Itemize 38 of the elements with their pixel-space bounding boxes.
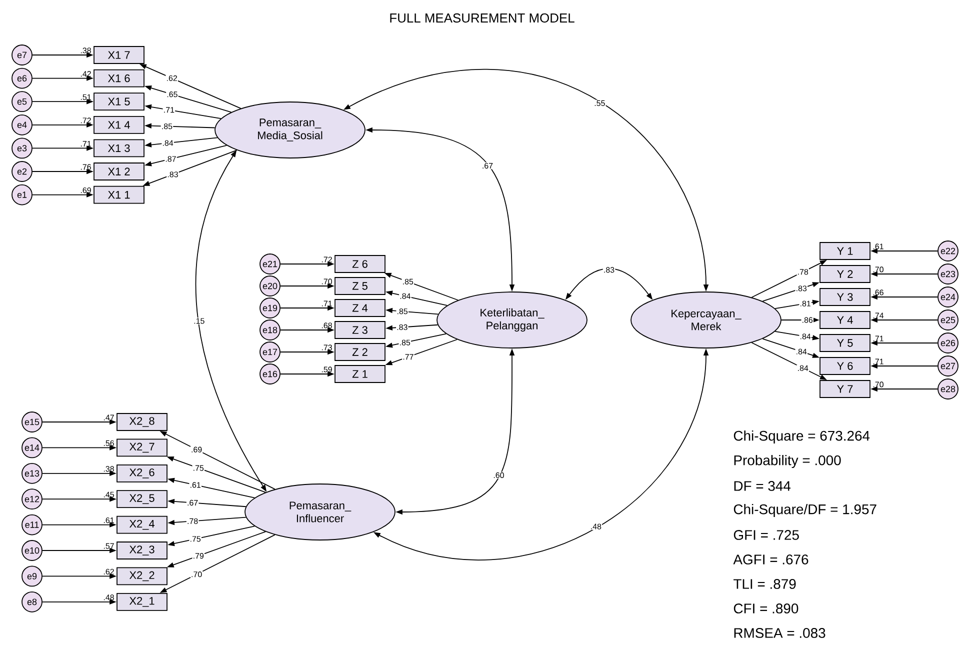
fit-statistic: Chi-Square/DF = 1.957 [734, 504, 876, 517]
indicator-box: X1 3 [94, 139, 144, 158]
indicator-box: X2_8 [116, 413, 168, 431]
fit-statistic: CFI = .890 [734, 604, 798, 614]
indicator-box: X2_4 [116, 516, 168, 534]
indicator-box: X1 7 [94, 46, 144, 64]
indicator-box: X2_2 [116, 567, 168, 586]
indicator-box: Y 1 [820, 242, 870, 260]
indicator-box: X1 5 [94, 92, 144, 111]
indicator-box: Z 3 [334, 321, 386, 339]
indicator-box: X2_6 [116, 464, 168, 482]
indicator-box: Y 4 [820, 311, 870, 329]
indicator-box: X2_3 [116, 542, 168, 560]
indicator-box: Z 1 [334, 365, 386, 383]
indicator-box: Y 6 [820, 357, 870, 375]
fit-statistic: Probability = .000 [734, 455, 841, 468]
fit-statistic: RMSEA = .083 [734, 628, 826, 638]
indicator-box: Z 6 [334, 255, 386, 273]
indicator-box: Z 5 [334, 277, 386, 295]
indicator-box: X1 2 [94, 162, 144, 180]
fit-statistic: GFI = .725 [734, 530, 799, 540]
indicator-box: X1 1 [94, 186, 144, 204]
indicator-box: Y 5 [820, 334, 870, 352]
indicator-box: Y 2 [820, 265, 870, 283]
fit-statistic: Chi-Square = 673.264 [734, 430, 870, 444]
indicator-box: X2_7 [116, 438, 168, 457]
fit-statistic: TLI = .879 [734, 579, 796, 589]
indicator-box: Z 4 [334, 299, 386, 317]
indicator-box: X1 4 [94, 116, 144, 134]
indicator-box: Z 2 [334, 343, 386, 361]
indicator-box: X1 6 [94, 69, 144, 88]
indicator-box: X2_1 [116, 592, 168, 611]
indicator-box: X2_5 [116, 490, 168, 508]
indicator-box: Y 3 [820, 288, 870, 306]
fit-statistic: AGFI = .676 [733, 554, 808, 564]
fit-statistic: DF = 344 [734, 481, 791, 491]
title: FULL MEASUREMENT MODEL [390, 13, 574, 23]
indicator-box: Y 7 [820, 380, 870, 398]
